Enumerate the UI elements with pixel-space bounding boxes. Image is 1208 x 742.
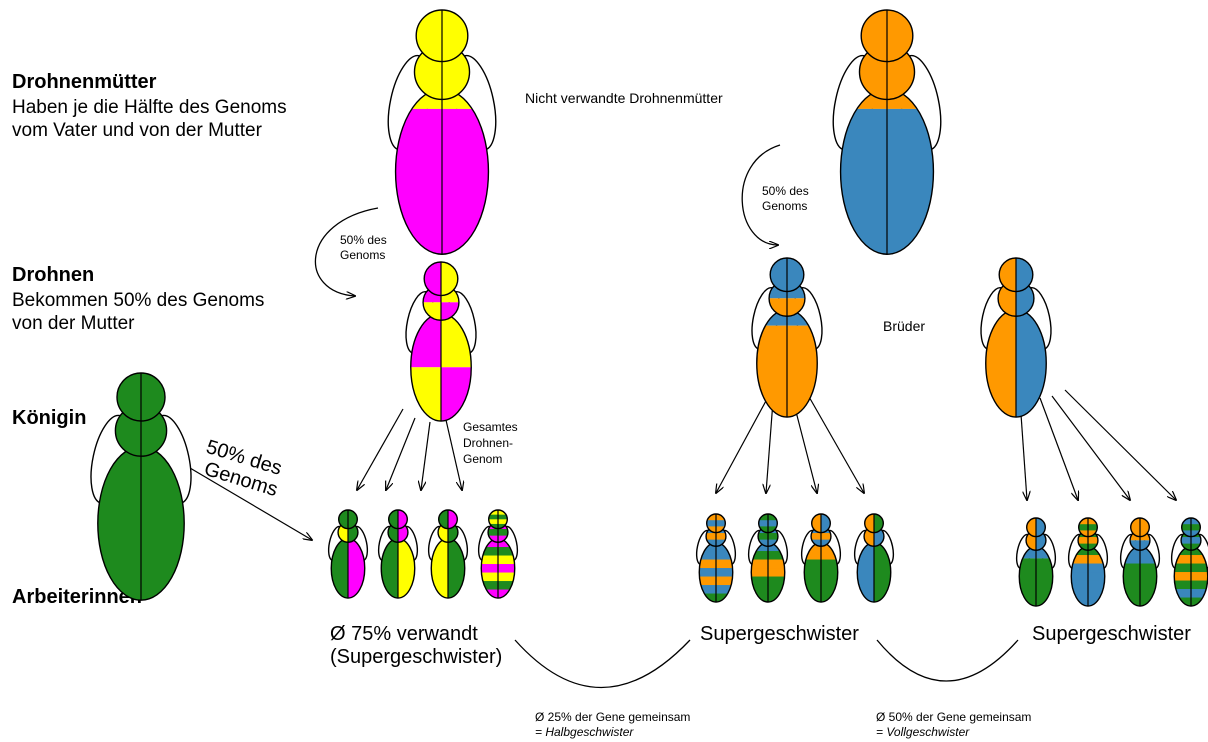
drone-mother-left (381, 10, 503, 254)
worker-5 (694, 514, 738, 603)
worker-12 (1169, 518, 1208, 607)
worker-11 (1118, 518, 1162, 607)
drone-brother-1 (747, 258, 827, 417)
worker-4 (476, 510, 520, 599)
arrow-g1-1 (357, 409, 403, 490)
drone-mixed (401, 262, 481, 421)
arrow-queen (190, 468, 312, 540)
arrow-g1-3 (421, 422, 430, 490)
worker-2 (376, 510, 420, 598)
worker-9 (1014, 518, 1058, 606)
curve-full-siblings (877, 640, 1018, 681)
worker-3 (426, 510, 470, 598)
worker-10 (1066, 518, 1110, 607)
drone-mother-right (826, 10, 948, 254)
arrow-g2-4 (808, 395, 864, 493)
arrow-g3-2 (1040, 398, 1078, 500)
arrow-g2-1 (716, 399, 767, 493)
arrow-g3-4 (1065, 390, 1176, 500)
worker-1 (326, 510, 370, 598)
curve-half-siblings (515, 640, 690, 688)
curve-arrow-left (315, 208, 378, 296)
arrow-g1-2 (386, 418, 415, 490)
worker-6 (746, 514, 790, 603)
arrow-g1-4 (446, 420, 462, 490)
drone-brother-2 (976, 258, 1056, 417)
arrow-g2-2 (766, 401, 773, 493)
queen (84, 373, 198, 600)
arrow-g3-3 (1052, 396, 1130, 500)
worker-8 (852, 514, 896, 602)
worker-7 (799, 514, 843, 603)
curve-arrow-right (742, 145, 780, 245)
